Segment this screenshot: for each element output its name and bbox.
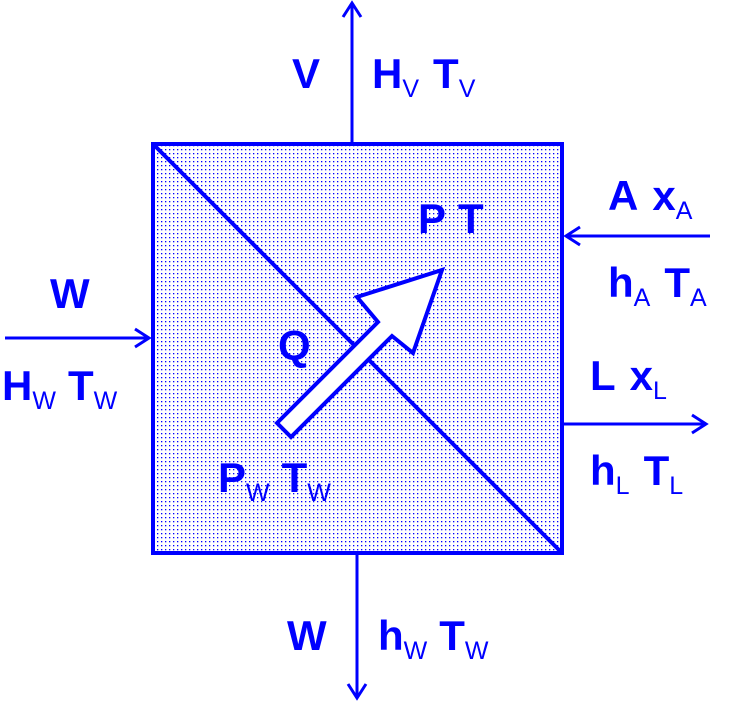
heat-flow-arrow (274, 266, 446, 440)
condensate-out-arrow (346, 555, 368, 701)
vapor-out-arrow (341, 0, 363, 146)
condensate-label: W (287, 612, 327, 659)
heat-label: Q (278, 322, 311, 369)
feed-in-arrow (563, 225, 710, 247)
steam-label: W (50, 270, 90, 317)
liquid-out-arrow (564, 413, 709, 435)
vapor-label: V (292, 50, 320, 97)
steam-in-arrow (5, 327, 152, 349)
